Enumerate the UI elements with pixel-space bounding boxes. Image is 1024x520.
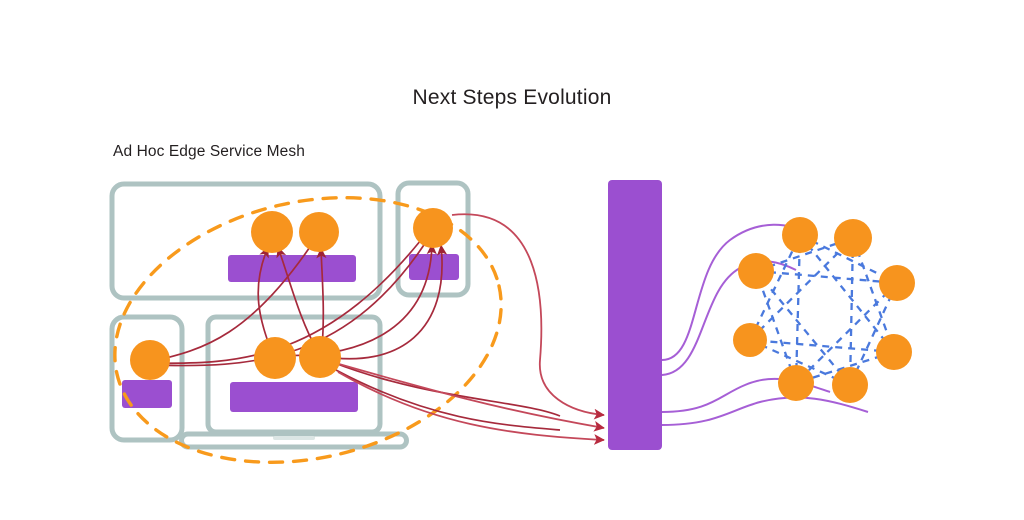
edge-mesh-boundary-ellipse [113, 196, 503, 464]
mesh-link-j [749, 338, 895, 354]
ingress-arrow-3 [337, 371, 605, 445]
mesh-link-g [754, 270, 798, 384]
edge-link-10 [335, 369, 561, 431]
device-laptop-notch [273, 436, 315, 440]
mesh-node-7 [733, 323, 767, 357]
mesh-node-6 [778, 365, 814, 401]
mesh-link-m [755, 270, 851, 386]
mesh-link-c [749, 338, 851, 387]
egress-flow-group [661, 223, 869, 426]
egress-flow-2 [661, 260, 797, 376]
mesh-node-2 [834, 219, 872, 257]
mesh-ring-node-group [733, 217, 915, 403]
ingress-arrow-2 [331, 361, 605, 432]
ingress-arrow-group [331, 213, 605, 445]
edge-node-monitor-1 [251, 211, 293, 253]
mesh-link-b [848, 282, 899, 386]
mesh-link-l [848, 237, 855, 386]
edge-node-monitor-2 [299, 212, 339, 252]
mesh-node-5 [832, 367, 868, 403]
device-laptop-screen [205, 314, 383, 435]
mesh-link-k [749, 237, 854, 341]
edge-link-6 [149, 230, 434, 367]
mesh-ring-links [748, 233, 899, 387]
mesh-link-o [795, 282, 898, 384]
edge-node-laptop-1 [254, 337, 296, 379]
ingress-arrow-1 [451, 213, 605, 420]
service-bar-tablet-top [409, 254, 459, 280]
section-label-edge-mesh: Ad Hoc Edge Service Mesh [113, 143, 305, 160]
egress-flow-4 [661, 396, 869, 426]
mesh-node-4 [876, 334, 912, 370]
edge-node-phone-left [130, 340, 170, 380]
device-laptop-base [179, 431, 409, 450]
mesh-node-1 [782, 217, 818, 253]
egress-flow-1 [661, 223, 807, 361]
mesh-link-p [794, 234, 802, 384]
edge-node-group [130, 208, 453, 380]
service-bar-laptop [230, 382, 358, 412]
service-bar-phone-left [122, 380, 172, 408]
edge-link-9 [331, 361, 561, 417]
page-title: Next Steps Evolution [412, 86, 612, 109]
mesh-link-d [748, 234, 802, 341]
mesh-node-3 [879, 265, 915, 301]
edge-link-3 [316, 247, 327, 349]
mesh-link-a [799, 233, 898, 285]
edge-node-tablet-top [413, 208, 453, 248]
mesh-link-n [755, 269, 898, 285]
edge-node-laptop-2 [299, 336, 341, 378]
service-bar-monitor [228, 255, 356, 282]
mesh-node-8 [738, 253, 774, 289]
central-gateway-bar [608, 180, 662, 450]
edge-link-8 [319, 244, 448, 360]
device-service-bars [122, 254, 459, 412]
